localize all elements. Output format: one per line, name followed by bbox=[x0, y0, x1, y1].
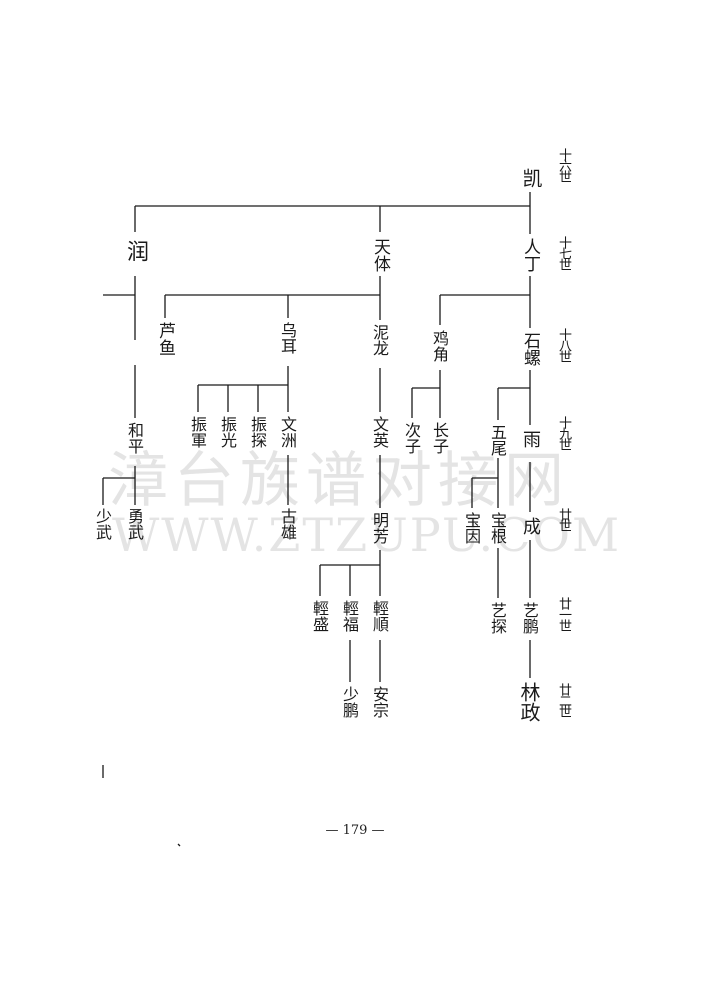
person-yitan: 艺探 bbox=[488, 602, 507, 634]
generation-19: 十九世 bbox=[556, 416, 571, 449]
person-nilong: 泥龙 bbox=[370, 324, 389, 356]
person-jinan: 鸡角 bbox=[430, 330, 449, 362]
person-wenying: 文英 bbox=[370, 416, 389, 448]
person-zhenguang: 振光 bbox=[218, 416, 237, 448]
generation-22: 廿二世 bbox=[556, 683, 571, 716]
person-kai: 凯 bbox=[519, 168, 543, 188]
person-linzheng: 林政 bbox=[517, 682, 541, 722]
person-heping: 和平 bbox=[125, 422, 144, 454]
person-anzong: 安宗 bbox=[370, 686, 389, 718]
person-zhenjun: 振軍 bbox=[188, 416, 207, 448]
generation-16: 十六世 bbox=[556, 148, 571, 181]
person-shaowu: 少武 bbox=[93, 508, 112, 540]
person-wenzhou: 文洲 bbox=[278, 416, 297, 448]
person-baogen: 宝根 bbox=[488, 512, 507, 544]
person-yipeng: 艺鹏 bbox=[520, 602, 539, 634]
generation-17: 十七世 bbox=[556, 236, 571, 269]
generation-21: 廿一世 bbox=[556, 597, 571, 630]
person-yu: 雨 bbox=[520, 430, 541, 448]
person-rending: 人丁 bbox=[520, 238, 540, 272]
person-cheng: 成 bbox=[520, 517, 541, 535]
person-run: 润 bbox=[123, 240, 148, 262]
person-shiluo: 石螺 bbox=[520, 332, 540, 366]
person-luyu: 芦鱼 bbox=[155, 322, 175, 356]
person-mingfang: 明芳 bbox=[370, 512, 389, 544]
person-guxiong: 古雄 bbox=[278, 508, 297, 540]
person-zhangzi: 长子 bbox=[430, 422, 449, 454]
person-qingshun: 輕順 bbox=[370, 600, 389, 632]
person-wuwei: 五尾 bbox=[488, 424, 507, 456]
person-tianti: 天体 bbox=[370, 238, 390, 272]
person-cizi: 次子 bbox=[402, 422, 421, 454]
generation-18: 十八世 bbox=[556, 328, 571, 361]
person-wuer: 乌耳 bbox=[278, 322, 297, 354]
person-zhentan: 振探 bbox=[248, 416, 267, 448]
person-yongwu: 勇武 bbox=[125, 508, 144, 540]
generation-20: 廿世 bbox=[556, 508, 571, 530]
page-number: — 179 — bbox=[325, 823, 385, 838]
person-shaopeng: 少鹏 bbox=[340, 686, 359, 718]
person-baoyin: 宝因 bbox=[462, 512, 481, 544]
person-qingfu: 輕福 bbox=[340, 600, 359, 632]
person-qingsheng: 輕盛 bbox=[310, 600, 329, 632]
